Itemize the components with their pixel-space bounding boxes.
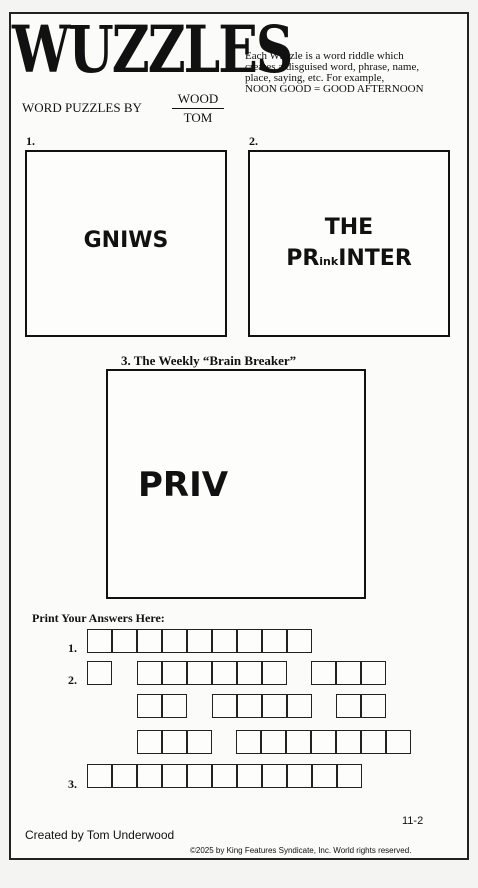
answer-cell[interactable] — [212, 764, 237, 788]
wuzzles-logo: WUZZLES — [12, 11, 293, 88]
creator-credit: Created by Tom Underwood — [25, 828, 175, 842]
answer-cell[interactable] — [287, 694, 312, 718]
answer-cell[interactable] — [361, 694, 386, 718]
answer-cell[interactable] — [112, 629, 137, 653]
puzzle-1-number: 1. — [26, 134, 35, 148]
answers-heading: Print Your Answers Here: — [32, 611, 165, 625]
answer-cell[interactable] — [87, 764, 112, 788]
answer-cell[interactable] — [312, 764, 337, 788]
answer-cell[interactable] — [237, 661, 262, 685]
answer-cell[interactable] — [87, 629, 112, 653]
answer-cell[interactable] — [361, 661, 386, 685]
answer-cell[interactable] — [162, 764, 187, 788]
answer-cell[interactable] — [187, 629, 212, 653]
puzzle-1-box: GNIWS — [25, 150, 227, 337]
answer-cell[interactable] — [137, 764, 162, 788]
byline: WORD PUZZLES BY — [22, 100, 142, 115]
answer-cell[interactable] — [212, 694, 237, 718]
puzzle-1-text: GNIWS — [83, 228, 169, 253]
puzzle-2-small: ink — [319, 255, 339, 268]
answer-cell[interactable] — [137, 730, 162, 754]
answer-cell[interactable] — [311, 730, 336, 754]
answer-cell[interactable] — [137, 694, 162, 718]
answer-cell[interactable] — [162, 694, 187, 718]
answer-cell[interactable] — [187, 661, 212, 685]
intro-line: creates a disguised word, phrase, name, — [245, 61, 420, 73]
puzzle-3-text: PRIV — [138, 465, 229, 505]
answer-cell[interactable] — [336, 661, 361, 685]
answer-cell[interactable] — [336, 694, 361, 718]
answer-cell[interactable] — [336, 730, 361, 754]
answer-cell[interactable] — [287, 764, 312, 788]
answer-cell[interactable] — [137, 629, 162, 653]
answer-cell[interactable] — [87, 661, 112, 685]
puzzle-2-line2: PRinkINTER — [250, 246, 448, 271]
answer-cell[interactable] — [237, 629, 262, 653]
answer-cell[interactable] — [337, 764, 362, 788]
answer-cell[interactable] — [261, 730, 286, 754]
answer-cell[interactable] — [212, 661, 237, 685]
author-bottom: TOM — [183, 110, 213, 125]
answer-cell[interactable] — [286, 730, 311, 754]
answer-cell[interactable] — [287, 629, 312, 653]
answer-cell[interactable] — [237, 764, 262, 788]
answer-cell[interactable] — [386, 730, 411, 754]
author-fraction: WOOD TOM — [172, 91, 224, 126]
puzzle-2-line1: THE — [324, 215, 374, 240]
answer-cell[interactable] — [311, 661, 336, 685]
copyright: ©2025 by King Features Syndicate, Inc. W… — [190, 846, 412, 855]
answer-cell[interactable] — [212, 629, 237, 653]
answer-cell[interactable] — [236, 730, 261, 754]
puzzle-2-post: INTER — [338, 246, 412, 271]
answer-cell[interactable] — [262, 694, 287, 718]
answer-cell[interactable] — [137, 661, 162, 685]
answer-cell[interactable] — [162, 730, 187, 754]
intro-line: NOON GOOD = GOOD AFTERNOON — [245, 83, 424, 95]
answer-cell[interactable] — [187, 764, 212, 788]
answer-cell[interactable] — [187, 730, 212, 754]
puzzle-code: 11-2 — [402, 815, 424, 827]
puzzle-3-box: PRIV — [106, 369, 366, 599]
answer-cell[interactable] — [262, 661, 287, 685]
puzzle-2-pre: PR — [286, 246, 320, 271]
answer-1-label: 1. — [68, 641, 77, 655]
answer-2-label: 2. — [68, 673, 77, 687]
answer-cell[interactable] — [162, 661, 187, 685]
puzzle-2-box: THE PRinkINTER — [248, 150, 450, 337]
puzzle-3-clip: PRIV — [138, 463, 233, 507]
answer-cell[interactable] — [162, 629, 187, 653]
answer-cell[interactable] — [237, 694, 262, 718]
answer-cell[interactable] — [361, 730, 386, 754]
intro-line: Each Wuzzle is a word riddle which — [245, 50, 404, 62]
answer-cell[interactable] — [262, 764, 287, 788]
answer-cell[interactable] — [262, 629, 287, 653]
puzzle-3-title: 3. The Weekly “Brain Breaker” — [121, 353, 297, 368]
intro-line: place, saying, etc. For example, — [245, 72, 385, 84]
registered-mark: ® — [226, 30, 233, 38]
answer-3-label: 3. — [68, 777, 77, 791]
answer-cell[interactable] — [112, 764, 137, 788]
author-top: WOOD — [172, 91, 224, 109]
intro-text: Each Wuzzle is a word riddle which creat… — [245, 51, 460, 95]
puzzle-2-number: 2. — [249, 134, 258, 148]
